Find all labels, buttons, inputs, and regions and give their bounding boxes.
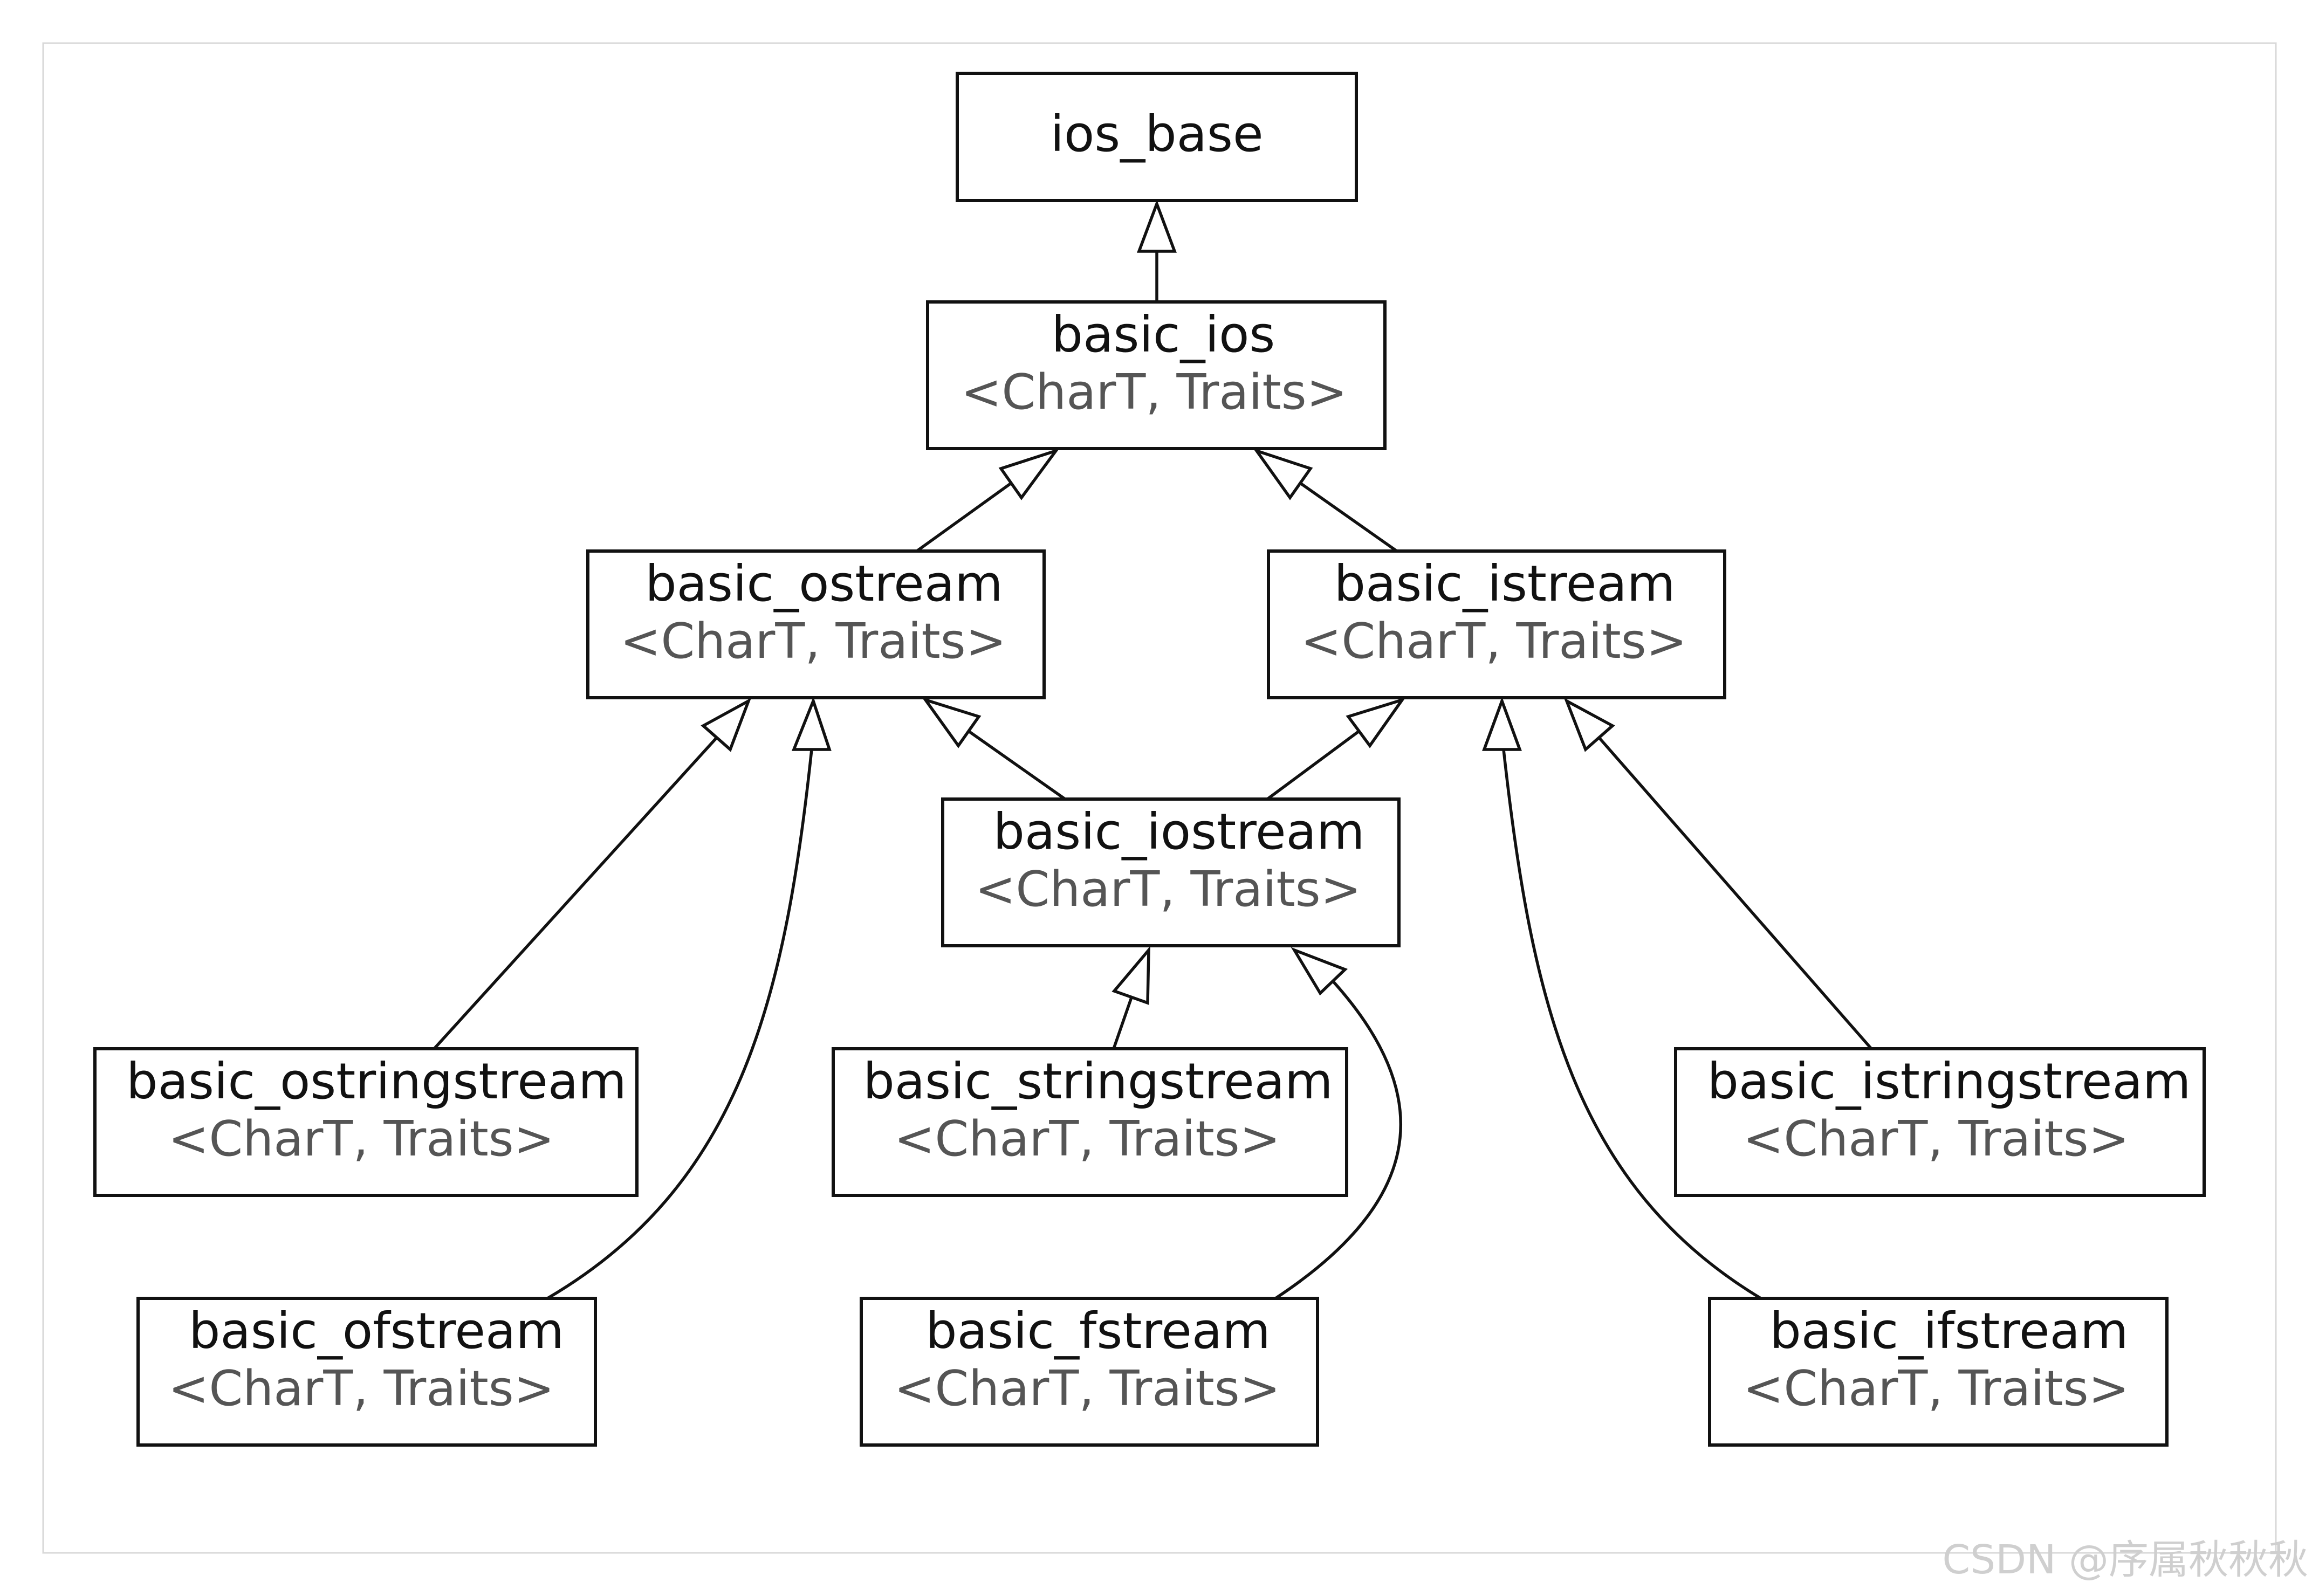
edge-basic_ios-to-ios_base (1137, 200, 1177, 302)
edge-basic_ofstream-to-basic_ostream (546, 697, 832, 1300)
class-node-basic_iostream: basic_iostream <CharT, Traits> (941, 797, 1401, 947)
class-name: basic_ofstream (189, 1302, 564, 1360)
hollow-triangle-arrowhead (1291, 947, 1348, 996)
template-parameters: <CharT, Traits> (1743, 1360, 2129, 1417)
hollow-triangle-arrowhead (1346, 697, 1406, 748)
edge-basic_ostringstream-to-basic_ostream (433, 698, 752, 1050)
hollow-triangle-arrowhead (701, 698, 752, 752)
template-parameters: <CharT, Traits> (620, 613, 1006, 670)
hollow-triangle-arrowhead (921, 697, 982, 748)
inheritance-edges (433, 200, 1873, 1300)
hollow-triangle-arrowhead (1137, 200, 1177, 253)
template-parameters: <CharT, Traits> (894, 1360, 1280, 1417)
hollow-triangle-arrowhead (1252, 448, 1313, 500)
template-parameters: <CharT, Traits> (894, 1111, 1280, 1167)
class-node-basic_ifstream: basic_ifstream <CharT, Traits> (1708, 1297, 2169, 1447)
edge-basic_istream-to-basic_ios (1252, 448, 1398, 553)
class-node-basic_istream: basic_istream <CharT, Traits> (1267, 549, 1726, 699)
template-parameters: <CharT, Traits> (1301, 613, 1687, 670)
hollow-triangle-arrowhead (1482, 697, 1522, 751)
edge-basic_iostream-to-basic_istream (1266, 697, 1406, 801)
template-parameters: <CharT, Traits> (168, 1360, 554, 1417)
template-parameters: <CharT, Traits> (961, 364, 1347, 421)
class-node-basic_stringstream: basic_stringstream <CharT, Traits> (832, 1047, 1348, 1197)
hollow-triangle-arrowhead (1112, 946, 1150, 1005)
edge-basic_fstream-to-basic_iostream (1274, 947, 1403, 1300)
edge-basic_ostream-to-basic_ios (916, 448, 1060, 553)
class-name: basic_stringstream (863, 1052, 1333, 1110)
template-parameters: <CharT, Traits> (975, 861, 1361, 918)
class-node-ios_base: ios_base (956, 72, 1358, 202)
template-parameters: <CharT, Traits> (168, 1111, 554, 1167)
template-parameters: <CharT, Traits> (1743, 1111, 2129, 1167)
class-name: basic_ifstream (1769, 1302, 2128, 1360)
hollow-triangle-arrowhead (998, 448, 1060, 500)
class-name: basic_ios (1052, 306, 1275, 363)
class-node-basic_ostream: basic_ostream <CharT, Traits> (586, 549, 1046, 699)
class-name: basic_ostream (645, 555, 1003, 613)
hollow-triangle-arrowhead (1563, 698, 1615, 752)
class-name: basic_fstream (925, 1302, 1271, 1360)
edge-basic_iostream-to-basic_ostream (921, 697, 1066, 801)
class-name: basic_istream (1334, 555, 1676, 613)
watermark-text: CSDN @序属秋秋秋 (1942, 1537, 2308, 1583)
hollow-triangle-arrowhead (791, 697, 832, 751)
class-node-basic_fstream: basic_fstream <CharT, Traits> (860, 1297, 1319, 1447)
class-node-basic_ofstream: basic_ofstream <CharT, Traits> (136, 1297, 597, 1447)
edge-basic_istringstream-to-basic_istream (1563, 698, 1873, 1050)
class-node-basic_istringstream: basic_istringstream <CharT, Traits> (1674, 1047, 2206, 1197)
edge-basic_ifstream-to-basic_istream (1482, 697, 1762, 1300)
class-name: ios_base (1050, 105, 1263, 163)
class-node-basic_ios: basic_ios <CharT, Traits> (926, 300, 1387, 450)
class-name: basic_istringstream (1707, 1052, 2191, 1110)
class-name: basic_iostream (993, 803, 1364, 861)
class-name: basic_ostringstream (126, 1052, 627, 1110)
edge-basic_stringstream-to-basic_iostream (1112, 946, 1150, 1049)
class-node-basic_ostringstream: basic_ostringstream <CharT, Traits> (93, 1047, 639, 1197)
